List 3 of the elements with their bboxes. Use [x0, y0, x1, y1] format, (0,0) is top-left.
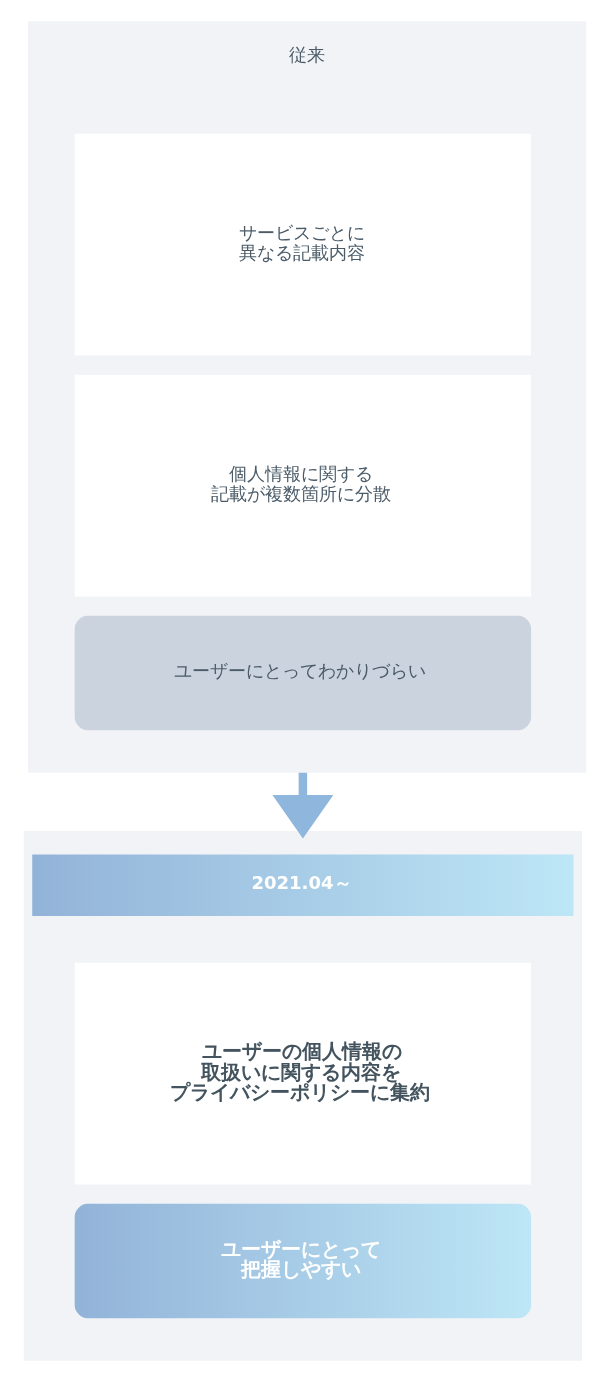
node-box: ユーザーにとってわかりづらい: [74, 615, 532, 731]
node-box: ユーザーにとって把握しやすい: [74, 1203, 532, 1319]
arrow: [272, 772, 334, 839]
